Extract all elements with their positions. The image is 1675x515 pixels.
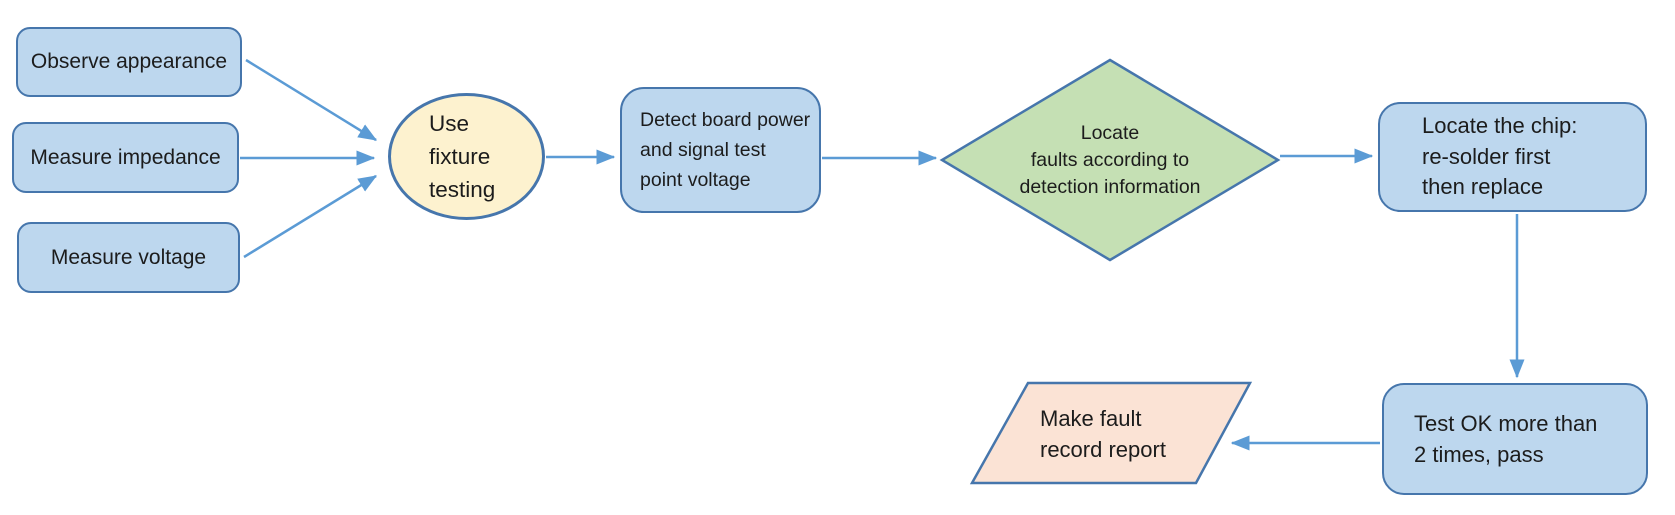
node-observe-appearance-label: Observe appearance — [30, 50, 228, 74]
node-measure-voltage-label: Measure voltage — [50, 245, 207, 269]
arrow-voltage-to-fixture — [243, 174, 378, 259]
node-locate-faults-decision: Locate faults according to detection inf… — [960, 100, 1260, 220]
node-measure-voltage: Measure voltage — [17, 222, 240, 293]
node-use-fixture-testing-label: Use fixture testing — [429, 111, 496, 202]
node-detect-board-power: Detect board power and signal test point… — [620, 87, 821, 213]
node-measure-impedance: Measure impedance — [12, 122, 239, 193]
node-measure-impedance-label: Measure impedance — [30, 145, 221, 169]
node-make-fault-record-report-label: Make fault record report — [1040, 406, 1166, 462]
node-locate-the-chip-label: Locate the chip: re-solder first then re… — [1422, 113, 1578, 200]
node-observe-appearance: Observe appearance — [16, 27, 242, 97]
node-locate-faults-decision-label: Locate faults according to detection inf… — [1019, 121, 1201, 198]
report-parallelogram-shape — [969, 381, 1253, 485]
node-make-fault-record-report: Make fault record report — [1040, 396, 1240, 472]
node-test-ok-pass: Test OK more than 2 times, pass — [1382, 383, 1648, 495]
decision-diamond-shape — [939, 58, 1281, 262]
arrow-observe-to-fixture — [245, 58, 378, 142]
node-test-ok-pass-label: Test OK more than 2 times, pass — [1414, 411, 1598, 467]
node-use-fixture-testing: Use fixture testing — [388, 93, 545, 220]
node-detect-board-power-label: Detect board power and signal test point… — [640, 109, 811, 191]
node-locate-the-chip: Locate the chip: re-solder first then re… — [1378, 102, 1647, 212]
